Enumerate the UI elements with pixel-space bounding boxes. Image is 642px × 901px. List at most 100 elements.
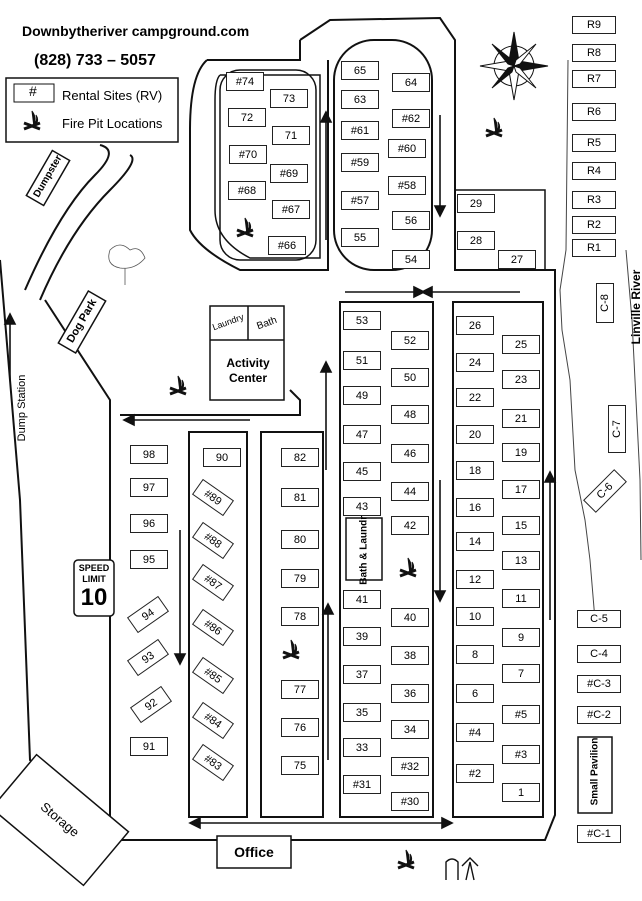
site-10[interactable]: 10	[456, 607, 494, 626]
site-95[interactable]: 95	[130, 550, 168, 569]
site-91[interactable]: 91	[130, 737, 168, 756]
site-62[interactable]: #62	[392, 109, 430, 128]
site-17[interactable]: 17	[502, 480, 540, 499]
site-98[interactable]: 98	[130, 445, 168, 464]
site-47[interactable]: 47	[343, 425, 381, 444]
site-53[interactable]: 53	[343, 311, 381, 330]
site-11[interactable]: 11	[502, 589, 540, 608]
site-42[interactable]: 42	[391, 516, 429, 535]
site-4[interactable]: #4	[456, 723, 494, 742]
site-c1[interactable]: #C-1	[577, 825, 621, 843]
site-51[interactable]: 51	[343, 351, 381, 370]
site-33[interactable]: 33	[343, 738, 381, 757]
site-36[interactable]: 36	[391, 684, 429, 703]
site-13[interactable]: 13	[502, 551, 540, 570]
site-43[interactable]: 43	[343, 497, 381, 516]
site-r3[interactable]: R3	[572, 191, 616, 209]
site-c7[interactable]: C-7	[608, 405, 626, 453]
site-26[interactable]: 26	[456, 316, 494, 335]
site-68[interactable]: #68	[228, 181, 266, 200]
site-46[interactable]: 46	[391, 444, 429, 463]
site-80[interactable]: 80	[281, 530, 319, 549]
site-34[interactable]: 34	[391, 720, 429, 739]
site-61[interactable]: #61	[341, 121, 379, 140]
site-77[interactable]: 77	[281, 680, 319, 699]
site-81[interactable]: 81	[281, 488, 319, 507]
site-r1[interactable]: R1	[572, 239, 616, 257]
site-96[interactable]: 96	[130, 514, 168, 533]
site-54[interactable]: 54	[392, 250, 430, 269]
site-r2[interactable]: R2	[572, 216, 616, 234]
site-6[interactable]: 6	[456, 684, 494, 703]
site-22[interactable]: 22	[456, 388, 494, 407]
site-52[interactable]: 52	[391, 331, 429, 350]
site-50[interactable]: 50	[391, 368, 429, 387]
site-c5[interactable]: C-5	[577, 610, 621, 628]
site-66[interactable]: #66	[268, 236, 306, 255]
site-73[interactable]: 73	[270, 89, 308, 108]
site-28[interactable]: 28	[457, 231, 495, 250]
site-c4[interactable]: C-4	[577, 645, 621, 663]
site-12[interactable]: 12	[456, 570, 494, 589]
site-r5[interactable]: R5	[572, 134, 616, 152]
site-78[interactable]: 78	[281, 607, 319, 626]
site-23[interactable]: 23	[502, 370, 540, 389]
site-40[interactable]: 40	[391, 608, 429, 627]
site-3[interactable]: #3	[502, 745, 540, 764]
site-31[interactable]: #31	[343, 775, 381, 794]
site-60[interactable]: #60	[388, 139, 426, 158]
site-32[interactable]: #32	[391, 757, 429, 776]
site-r6[interactable]: R6	[572, 103, 616, 121]
site-55[interactable]: 55	[341, 228, 379, 247]
site-25[interactable]: 25	[502, 335, 540, 354]
site-16[interactable]: 16	[456, 498, 494, 517]
site-57[interactable]: #57	[341, 191, 379, 210]
site-39[interactable]: 39	[343, 627, 381, 646]
site-c3[interactable]: #C-3	[577, 675, 621, 693]
site-5[interactable]: #5	[502, 705, 540, 724]
site-48[interactable]: 48	[391, 405, 429, 424]
site-76[interactable]: 76	[281, 718, 319, 737]
site-8[interactable]: 8	[456, 645, 494, 664]
site-49[interactable]: 49	[343, 386, 381, 405]
site-97[interactable]: 97	[130, 478, 168, 497]
site-90[interactable]: 90	[203, 448, 241, 467]
site-74[interactable]: #74	[226, 72, 264, 91]
site-65[interactable]: 65	[341, 61, 379, 80]
site-71[interactable]: 71	[272, 126, 310, 145]
site-r8[interactable]: R8	[572, 44, 616, 62]
site-r4[interactable]: R4	[572, 162, 616, 180]
site-r9[interactable]: R9	[572, 16, 616, 34]
site-45[interactable]: 45	[343, 462, 381, 481]
site-r7[interactable]: R7	[572, 70, 616, 88]
site-67[interactable]: #67	[272, 200, 310, 219]
site-c8[interactable]: C-8	[596, 283, 614, 323]
site-7[interactable]: 7	[502, 664, 540, 683]
site-72[interactable]: 72	[228, 108, 266, 127]
site-79[interactable]: 79	[281, 569, 319, 588]
site-30[interactable]: #30	[391, 792, 429, 811]
site-69[interactable]: #69	[270, 164, 308, 183]
site-20[interactable]: 20	[456, 425, 494, 444]
site-38[interactable]: 38	[391, 646, 429, 665]
site-21[interactable]: 21	[502, 409, 540, 428]
site-64[interactable]: 64	[392, 73, 430, 92]
site-70[interactable]: #70	[229, 145, 267, 164]
site-59[interactable]: #59	[341, 153, 379, 172]
site-37[interactable]: 37	[343, 665, 381, 684]
site-44[interactable]: 44	[391, 482, 429, 501]
site-14[interactable]: 14	[456, 532, 494, 551]
site-c2[interactable]: #C-2	[577, 706, 621, 724]
site-56[interactable]: 56	[392, 211, 430, 230]
site-75[interactable]: 75	[281, 756, 319, 775]
site-29[interactable]: 29	[457, 194, 495, 213]
site-2[interactable]: #2	[456, 764, 494, 783]
site-9[interactable]: 9	[502, 628, 540, 647]
site-63[interactable]: 63	[341, 90, 379, 109]
site-18[interactable]: 18	[456, 461, 494, 480]
site-19[interactable]: 19	[502, 443, 540, 462]
site-41[interactable]: 41	[343, 590, 381, 609]
site-35[interactable]: 35	[343, 703, 381, 722]
site-24[interactable]: 24	[456, 353, 494, 372]
site-27[interactable]: 27	[498, 250, 536, 269]
